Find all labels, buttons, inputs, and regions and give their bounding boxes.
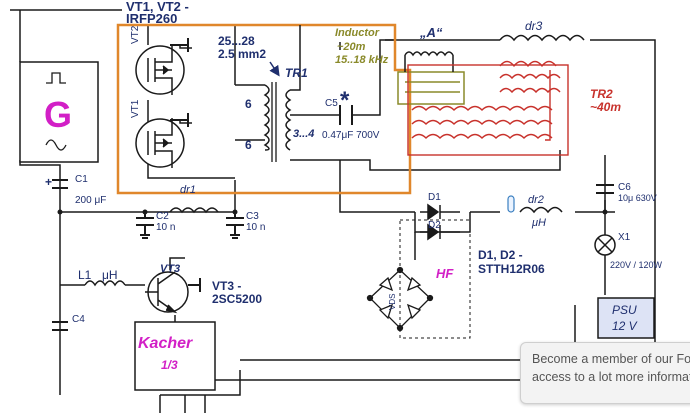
- c2-value: 10 n: [156, 222, 175, 233]
- half-bridge-outline: [116, 23, 412, 195]
- wire-size-line1: 25...28: [218, 34, 255, 48]
- psu-block: [597, 297, 655, 339]
- capacitor-c3: [226, 212, 244, 239]
- c5-label: C5: [325, 98, 338, 109]
- c6-label: C6: [618, 182, 631, 193]
- c1-label: C1: [75, 174, 88, 185]
- spark-gap: [507, 195, 515, 213]
- dr2-unit: μH: [531, 217, 546, 229]
- vt3-desc-line2: 2SC5200: [212, 292, 262, 306]
- mosfet-vt2: [135, 45, 185, 95]
- turns-primary-bottom: 6: [245, 138, 252, 152]
- tr2-line2: ~40m: [590, 100, 621, 114]
- point-a-label: „A“: [419, 25, 443, 40]
- turns-primary-top: 6: [245, 97, 252, 111]
- transformer-tr1: [263, 25, 301, 162]
- vt2-label: VT2: [130, 25, 141, 44]
- turns-secondary: 3...4: [293, 128, 314, 140]
- vt3-desc-line1: VT3 -: [212, 279, 241, 293]
- wire-size-arrow: [269, 61, 280, 77]
- diode-bridge-vds: [366, 266, 434, 332]
- asterisk-mark: *: [340, 87, 350, 114]
- inductor-line2: ~20m: [337, 41, 366, 53]
- hf-label: HF: [436, 266, 454, 281]
- capacitor-c4: [52, 321, 68, 331]
- x1-value: 220V / 120W: [610, 260, 663, 270]
- c3-value: 10 n: [246, 222, 265, 233]
- generator-block: [19, 61, 99, 163]
- inductor-line1: Inductor: [335, 27, 380, 39]
- d2-label: D2: [428, 220, 441, 231]
- transistor-vt3: [145, 271, 201, 314]
- kacher-block: [134, 321, 216, 391]
- dr3-label: dr3: [525, 19, 543, 33]
- hf-bridge-outline: [399, 219, 471, 339]
- c1-plus: +: [45, 175, 52, 189]
- tr2-line1: TR2: [590, 87, 613, 101]
- x1-label: X1: [618, 232, 631, 243]
- capacitor-c5: [339, 105, 353, 125]
- capacitor-c2: [136, 212, 154, 239]
- l1-unit: μH: [102, 268, 118, 282]
- forum-banner[interactable]: Become a member of our Forum access to a…: [520, 342, 690, 404]
- l1-label: L1: [78, 268, 92, 282]
- capacitor-c1: [52, 179, 68, 189]
- resonant-inductor: [397, 51, 465, 105]
- c4-label: C4: [72, 314, 85, 325]
- kacher-line1: Kacher: [138, 335, 193, 352]
- diodes-line1: D1, D2 -: [478, 248, 523, 262]
- inductor-dr2: [519, 206, 563, 214]
- capacitor-c6: [596, 184, 614, 194]
- banner-line-1: Become a member of our Forum: [532, 352, 690, 366]
- c5-value: 0.47μF 700V: [322, 130, 380, 141]
- dr2-label: dr2: [528, 194, 544, 206]
- inductor-line3: 15..18 kHz: [335, 54, 389, 66]
- psu-line1: PSU: [612, 303, 637, 317]
- inductor-l1: [84, 280, 126, 287]
- vt-title-line2: IRFP260: [126, 11, 177, 26]
- lamp-x1: [594, 234, 616, 256]
- diodes-line2: STTH12R06: [478, 262, 545, 276]
- c3-label: C3: [246, 211, 259, 222]
- dr1-label: dr1: [180, 184, 196, 196]
- tr1-label: TR1: [285, 66, 308, 80]
- transformer-tr2: [407, 60, 569, 156]
- kacher-line2: 1/3: [161, 358, 178, 372]
- c1-value: 200 μF: [75, 195, 106, 206]
- d1-label: D1: [428, 192, 441, 203]
- c6-value: 10μ 630V: [618, 193, 657, 203]
- generator-label: G: [44, 94, 72, 135]
- wire-size-line2: 2.5 mm2: [218, 47, 266, 61]
- banner-line-2: access to a lot more information: [532, 370, 690, 384]
- vt-title-line1: VT1, VT2 -: [126, 0, 189, 14]
- mosfet-vt1: [135, 118, 185, 168]
- vds-label: VDS: [388, 294, 397, 310]
- c2-label: C2: [156, 211, 169, 222]
- inductor-dr1: [169, 207, 219, 214]
- diodes-d1-d2: [420, 203, 460, 241]
- inductor-dr3: [499, 34, 585, 42]
- vt1-label: VT1: [130, 99, 141, 118]
- vt3-label: VT3: [160, 263, 180, 275]
- psu-line2: 12 V: [612, 319, 638, 333]
